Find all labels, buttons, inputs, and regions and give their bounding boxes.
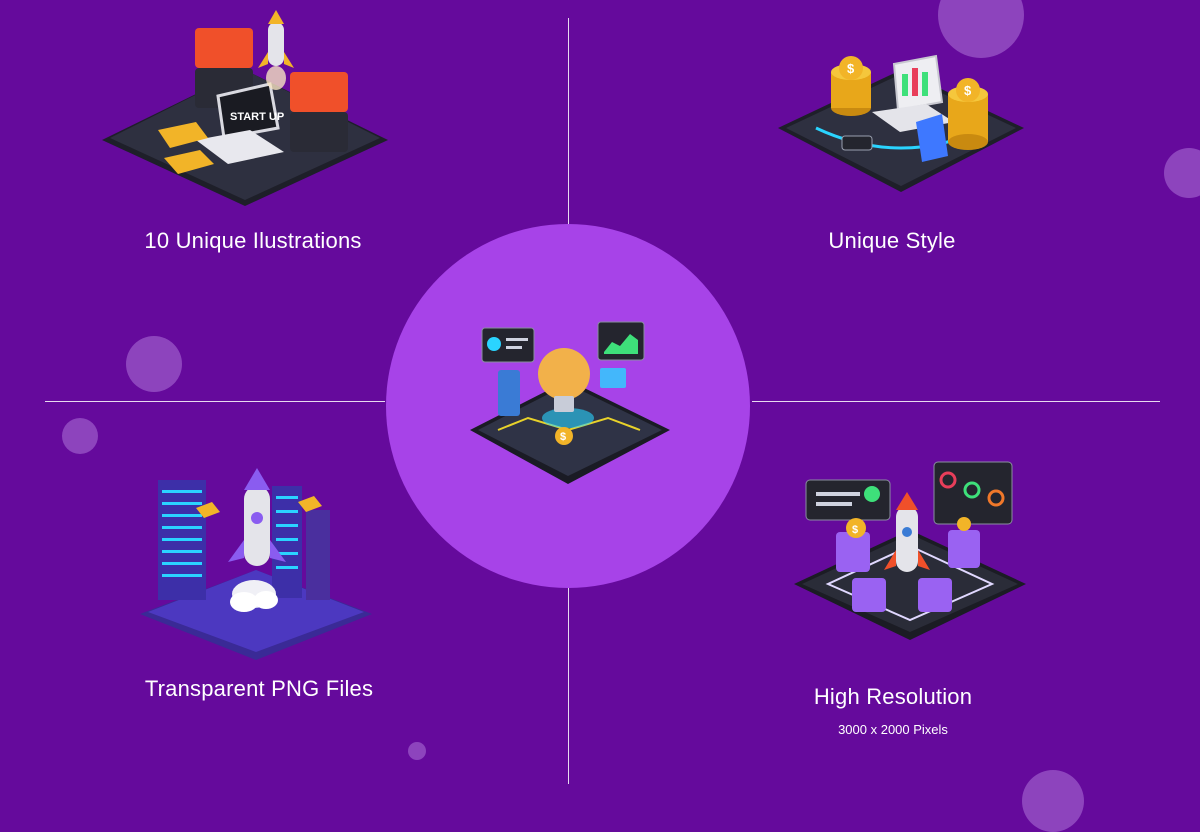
decor-bubble	[126, 336, 182, 392]
divider-bottom	[568, 588, 569, 784]
startup-board-text: START UP	[230, 111, 284, 123]
svg-text:$: $	[852, 524, 858, 536]
svg-text:$: $	[964, 83, 972, 98]
finance-illustration: $ $	[778, 54, 1024, 192]
divider-left	[45, 401, 385, 402]
startup-illustration: START UP	[102, 10, 388, 206]
decor-bubble	[1022, 770, 1084, 832]
idea-illustration: $	[470, 321, 670, 484]
caption-bottom-right-sub: 3000 x 2000 Pixels	[838, 722, 948, 737]
caption-bottom-left: Transparent PNG Files	[144, 676, 374, 701]
divider-right	[752, 401, 1160, 402]
rocket-dashboard-illustration: $	[794, 461, 1026, 640]
decor-bubble	[1164, 148, 1200, 198]
divider-top	[568, 18, 569, 226]
caption-top-left: 10 Unique Ilustrations	[144, 228, 362, 253]
city-rocket-illustration	[140, 468, 372, 660]
decor-bubble	[408, 742, 426, 760]
svg-text:$: $	[560, 431, 566, 443]
caption-bottom-right: High Resolution	[813, 684, 973, 709]
decor-bubble	[62, 418, 98, 454]
caption-top-right: Unique Style	[828, 228, 956, 253]
svg-text:$: $	[847, 61, 855, 76]
